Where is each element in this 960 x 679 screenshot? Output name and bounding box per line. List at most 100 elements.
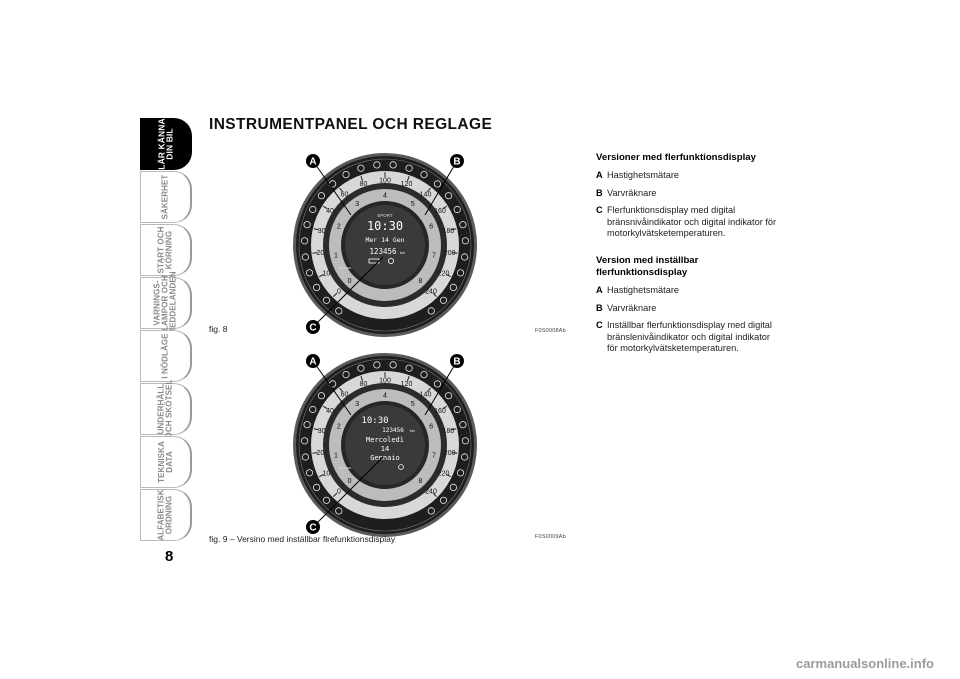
callout-marker-c [306, 520, 320, 534]
warning-lamp-icon [420, 171, 428, 179]
speed-tick-label: 0 [337, 489, 341, 496]
speed-tick-label: 60 [341, 192, 349, 199]
speed-tick [339, 387, 343, 393]
speed-tick [312, 252, 318, 254]
callout-letter-a: A [309, 157, 316, 168]
warning-lamp-icon [439, 496, 448, 504]
warning-lamp-icon [301, 453, 310, 461]
warning-lamp-icon [444, 392, 453, 400]
speed-tick [432, 492, 437, 497]
speed-tick [322, 205, 328, 210]
rpm-tick-label: 5 [411, 401, 415, 408]
warning-lamp-icon [305, 469, 314, 477]
callout-marker-a [306, 354, 320, 368]
temperature-icon [388, 257, 394, 264]
warning-lamp-icon [449, 283, 458, 292]
speed-tick-label: 100 [379, 178, 391, 185]
speed-tick-label: 180 [443, 428, 455, 435]
speed-tick-label: 140 [420, 192, 432, 199]
speed-tick-label: 100 [379, 378, 391, 385]
speed-tick-label: 140 [420, 392, 432, 399]
warning-lamp-icon [456, 269, 465, 277]
speed-tick-label: 40 [326, 208, 334, 215]
speed-tick [427, 387, 431, 393]
speed-tick-label: 160 [434, 208, 446, 215]
warning-lamp-icon [459, 221, 467, 229]
tab-i-nodlage[interactable]: I NÖDLÄGE [140, 330, 192, 382]
warning-lamp-icon [313, 483, 321, 492]
rpm-tick-label: 4 [383, 393, 387, 400]
warning-lamp-icon [461, 253, 469, 261]
speed-tick-label: 200 [444, 250, 456, 257]
speed-tick-label: 30 [318, 428, 326, 435]
speed-tick-label: 0 [337, 289, 341, 296]
warning-lamp-icon [303, 221, 311, 229]
speed-tick [452, 452, 458, 454]
warning-lamp-icon [309, 205, 317, 214]
rpm-tick-label: 5 [411, 201, 415, 208]
speed-tick-label: 30 [318, 228, 326, 235]
callout-line-c [312, 256, 384, 328]
warning-lamp-icon [444, 192, 453, 200]
speed-tick-label: 80 [360, 181, 368, 188]
callout-letter-b: B [453, 157, 460, 168]
speed-tick-label: 160 [434, 408, 446, 415]
legend-versions-multifunction: Versioner med flerfunktionsdisplay A Has… [596, 152, 781, 246]
callout-marker-b [450, 154, 464, 168]
speed-tick [333, 292, 338, 297]
callout-line-a [312, 360, 352, 416]
warning-lamp-icon [453, 205, 461, 214]
warning-lamp-icon [405, 164, 413, 172]
warning-lamp-icon [449, 483, 458, 492]
speed-tick-label: 220 [438, 471, 450, 478]
warning-lamp-icon [342, 371, 350, 379]
speed-tick-label: 180 [443, 228, 455, 235]
warning-lamp-icon [301, 237, 309, 245]
warning-lamp-icon [433, 180, 442, 188]
rpm-tick-label: 6 [429, 423, 433, 430]
odometer-unit: km [400, 251, 405, 255]
callout-letter-c: C [309, 323, 316, 334]
legend-item: C Inställbar flerfunktionsdisplay med di… [596, 320, 772, 353]
mode-label: SPORT [377, 213, 393, 218]
speed-tick [318, 474, 324, 478]
speed-tick [313, 428, 319, 431]
figure-8-code: F0S0008Ab [535, 328, 566, 334]
speed-tick [451, 428, 457, 431]
clock-readout: 10:30 [361, 416, 388, 426]
speed-tick [451, 228, 457, 231]
rpm-tick-label: 1 [334, 452, 338, 459]
warning-lamp-icon [373, 361, 381, 369]
watermark-footer: carmanualsonline.info [796, 656, 934, 671]
speed-tick [442, 405, 448, 410]
warning-lamp-icon [309, 405, 317, 414]
callout-letter-c: C [309, 523, 316, 534]
speed-tick [312, 452, 318, 454]
bezel-line [298, 358, 472, 532]
rpm-tick-label: 7 [432, 452, 436, 459]
tab-sakerhet[interactable]: SÄKERHET [140, 171, 192, 223]
speed-tick [360, 375, 363, 381]
rpm-tick-label: 7 [432, 252, 436, 259]
warning-lamp-icon [427, 507, 435, 515]
instrument-cluster-figure-8: 0102030406080100120140160180200220240012… [293, 153, 477, 337]
bezel-line [298, 158, 472, 332]
rpm-tick-label: 4 [383, 193, 387, 200]
warning-lamp-icon [420, 371, 428, 379]
warning-lamp-icon [322, 296, 331, 304]
figure-9-caption: fig. 9 – Versino med inställbar flrefunk… [209, 534, 396, 544]
rpm-tick-label: 8 [418, 478, 422, 485]
callout-letter-b: B [453, 357, 460, 368]
warning-lamp-icon [357, 164, 365, 172]
rpm-tick-label: 3 [355, 401, 359, 408]
